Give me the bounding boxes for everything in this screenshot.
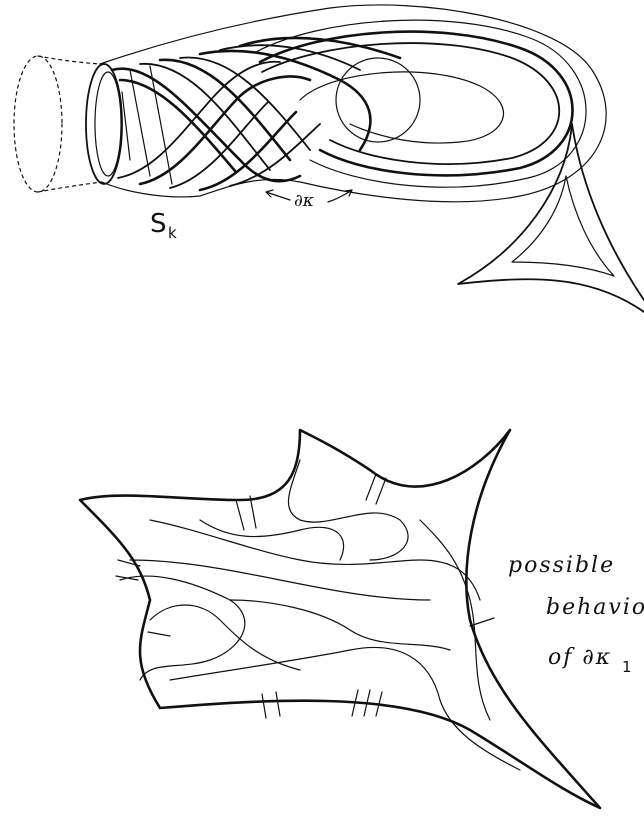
tube-drawing: S k ∂κ — [14, 5, 606, 242]
inner-hole — [336, 58, 420, 142]
note-line-1: possible — [508, 553, 615, 578]
surface-label: S — [150, 209, 167, 239]
note-line-3-subscript: 1 — [622, 658, 632, 676]
inner-curve-7 — [200, 520, 344, 560]
inner-curve-9 — [150, 605, 300, 670]
polygon-outer — [80, 430, 600, 808]
note-line-3: of ∂κ — [548, 645, 612, 670]
note-line-2: behavior — [546, 595, 644, 620]
tick-mark-3 — [366, 474, 376, 500]
tick-mark-5 — [118, 560, 140, 566]
cylinder-end-dashed — [14, 56, 62, 192]
large-polygon — [80, 430, 600, 808]
tick-mark-4 — [376, 478, 386, 504]
tick-mark-9 — [276, 692, 280, 716]
surface-label-subscript: k — [168, 224, 177, 242]
inner-curve-2 — [130, 560, 430, 600]
inner-curve-1 — [150, 520, 480, 600]
tick-mark-2 — [250, 496, 256, 528]
inner-curve-5 — [288, 460, 408, 560]
inner-curve-6 — [230, 600, 450, 650]
tube-rim — [86, 64, 122, 184]
handwritten-note: possible behavior of ∂κ 1 — [508, 553, 644, 676]
band-16 — [122, 92, 130, 160]
cylinder-top-edge — [38, 56, 100, 64]
loop-4 — [300, 72, 503, 143]
tick-mark-7 — [148, 632, 170, 636]
tick-mark-1 — [236, 500, 244, 530]
tube-rim-inner — [95, 72, 121, 176]
inner-curve-3 — [120, 576, 245, 680]
inner-curve-4 — [170, 647, 520, 770]
boundary-label: ∂κ — [294, 191, 314, 211]
band-6 — [200, 51, 370, 150]
band-10 — [140, 77, 310, 184]
boundary-arrowhead-right — [345, 190, 352, 196]
band-2 — [120, 80, 236, 172]
tick-mark-8 — [262, 694, 266, 718]
inner-curve-8 — [420, 520, 490, 720]
